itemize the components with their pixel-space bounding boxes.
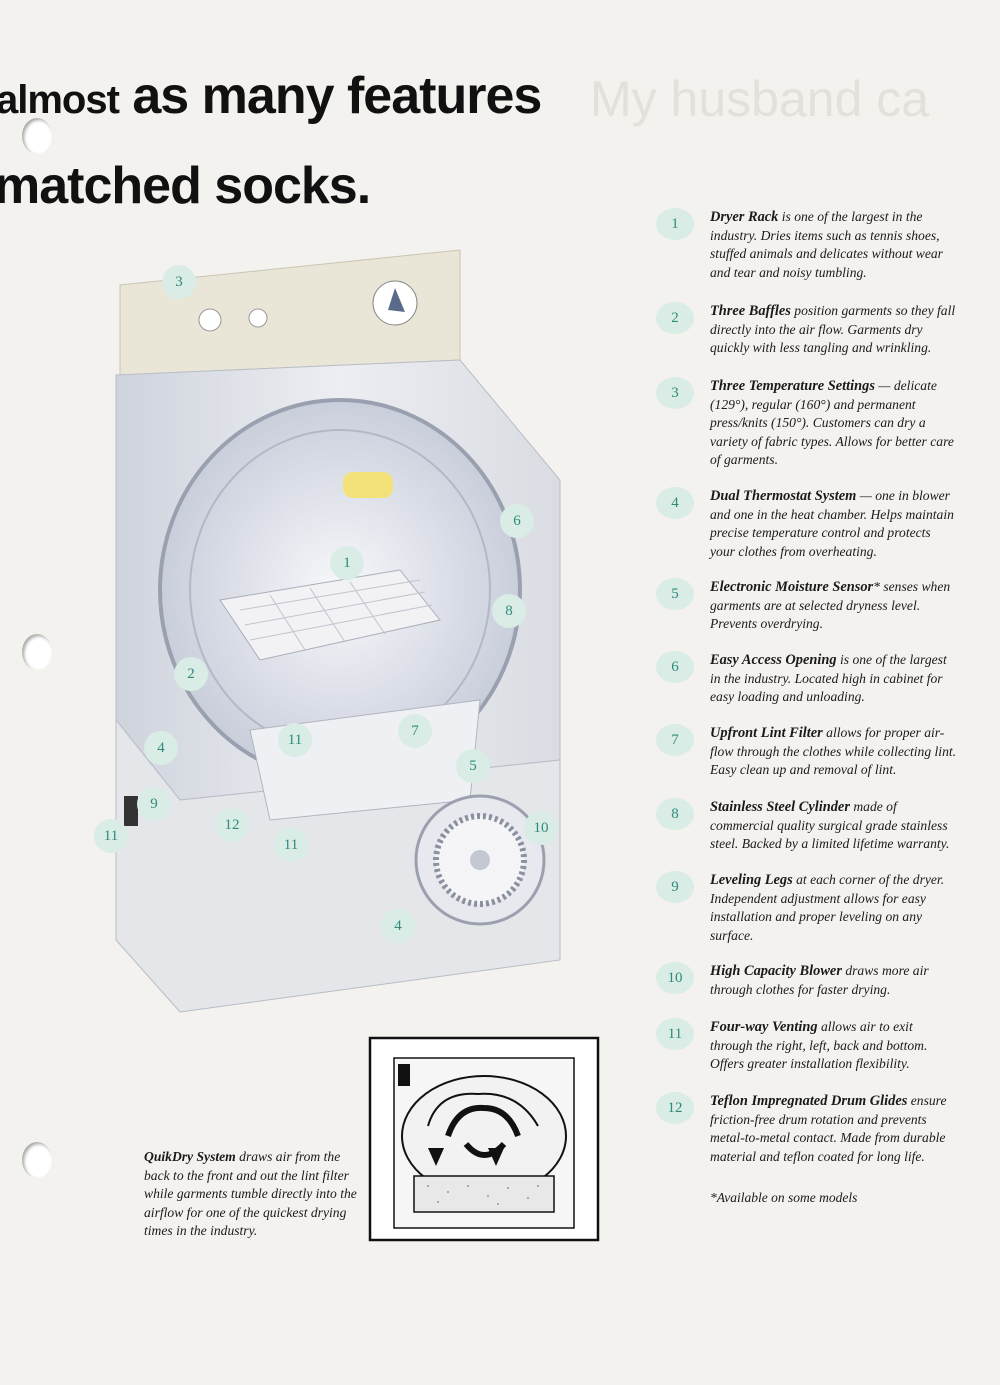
feature-number: 4 bbox=[656, 487, 694, 519]
callout-1: 1 bbox=[330, 546, 364, 580]
quikdry-title: QuikDry System bbox=[144, 1149, 236, 1164]
callout-12: 12 bbox=[215, 808, 249, 842]
feature-number: 8 bbox=[656, 798, 694, 830]
callout-9: 9 bbox=[137, 787, 171, 821]
feature-title: Upfront Lint Filter bbox=[710, 725, 823, 741]
feature-body: position garments so they fall directly … bbox=[710, 303, 956, 355]
binder-hole-bottom bbox=[22, 1142, 52, 1178]
feature-number: 11 bbox=[656, 1018, 694, 1050]
feature-body: is one of the largest in the industry. L… bbox=[710, 652, 947, 704]
feature-body: is one of the largest in the industry. D… bbox=[710, 209, 943, 280]
headline-line-2: matched socks. bbox=[0, 157, 371, 215]
feature-number: 7 bbox=[656, 724, 694, 756]
feature-number: 2 bbox=[656, 302, 694, 334]
headline-prefix: almost bbox=[0, 78, 120, 122]
footnote: *Available on some models bbox=[710, 1190, 858, 1205]
feature-body: * senses when garments are at selected d… bbox=[710, 579, 951, 631]
feature-title: Teflon Impregnated Drum Glides bbox=[710, 1093, 908, 1109]
feature-title: Easy Access Opening bbox=[710, 652, 837, 668]
callout-8: 8 bbox=[492, 594, 526, 628]
callout-4: 4 bbox=[381, 909, 415, 943]
feature-body: at each corner of the dryer. Independent… bbox=[710, 872, 945, 943]
callout-3: 3 bbox=[162, 265, 196, 299]
callout-11: 11 bbox=[278, 723, 312, 757]
dryer-cutaway-illustration bbox=[115, 249, 561, 1013]
callout-6: 6 bbox=[500, 504, 534, 538]
feature-body: made of commercial quality surgical grad… bbox=[710, 799, 950, 851]
feature-number: 1 bbox=[656, 208, 694, 240]
feature-body: allows for proper air-flow through the c… bbox=[710, 725, 957, 777]
feature-number: 5 bbox=[656, 578, 694, 610]
feature-title: Dryer Rack bbox=[710, 209, 779, 225]
feature-body: allows air to exit through the right, le… bbox=[710, 1019, 928, 1071]
callout-4: 4 bbox=[144, 731, 178, 765]
feature-body: — delicate (129°), regular (160°) and pe… bbox=[710, 378, 954, 467]
callout-7: 7 bbox=[398, 714, 432, 748]
quikdry-airflow-diagram bbox=[368, 1036, 600, 1242]
feature-title: Electronic Moisture Sensor bbox=[710, 579, 874, 595]
feature-body: — one in blower and one in the heat cham… bbox=[710, 488, 954, 559]
feature-title: Leveling Legs bbox=[710, 872, 793, 888]
feature-title: Stainless Steel Cylinder bbox=[710, 799, 850, 815]
binder-hole-middle bbox=[22, 634, 52, 670]
feature-title: Dual Thermostat System bbox=[710, 488, 857, 504]
callout-11: 11 bbox=[274, 828, 308, 862]
quikdry-body: draws air from the back to the front and… bbox=[144, 1149, 357, 1238]
quikdry-description: QuikDry System draws air from the back t… bbox=[144, 1148, 364, 1241]
callout-11: 11 bbox=[94, 819, 128, 853]
feature-title: Three Baffles bbox=[710, 303, 791, 319]
feature-title: Three Temperature Settings bbox=[710, 378, 875, 394]
feature-title: High Capacity Blower bbox=[710, 963, 842, 979]
feature-title: Four-way Venting bbox=[710, 1019, 818, 1035]
feature-number: 9 bbox=[656, 871, 694, 903]
feature-body: draws more air through clothes for faste… bbox=[710, 963, 929, 997]
binder-hole-top bbox=[22, 118, 52, 154]
headline-line-1: almost as many features bbox=[0, 66, 542, 126]
feature-number: 12 bbox=[656, 1092, 694, 1124]
feature-body: ensure friction-free drum rotation and p… bbox=[710, 1093, 947, 1164]
callout-10: 10 bbox=[524, 811, 558, 845]
bleed-through-text: My husband ca bbox=[590, 71, 930, 127]
feature-number: 10 bbox=[656, 962, 694, 994]
feature-number: 3 bbox=[656, 377, 694, 409]
headline-main: as many features bbox=[132, 67, 542, 125]
callout-2: 2 bbox=[174, 657, 208, 691]
feature-number: 6 bbox=[656, 651, 694, 683]
callout-5: 5 bbox=[456, 749, 490, 783]
